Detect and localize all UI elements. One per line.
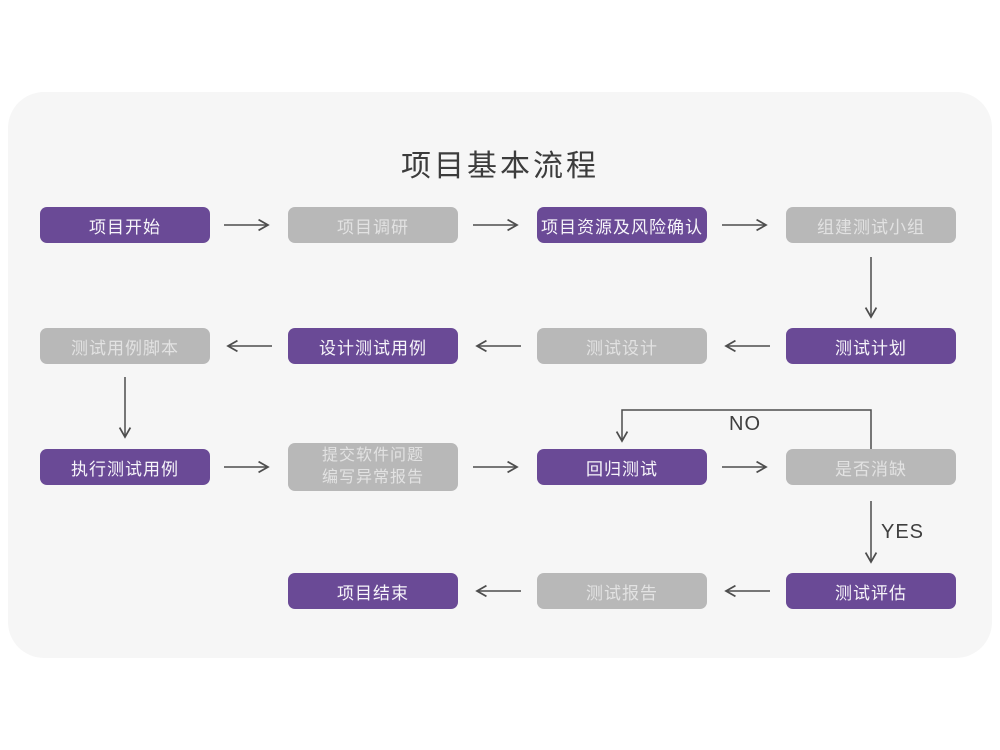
flow-node-test-report: 测试报告	[537, 573, 707, 609]
flowchart-card	[8, 92, 992, 658]
flow-node-test-evaluation: 测试评估	[786, 573, 956, 609]
flow-node-build-test-team: 组建测试小组	[786, 207, 956, 243]
flow-node-execute-test-cases: 执行测试用例	[40, 449, 210, 485]
flow-node-regression-test: 回归测试	[537, 449, 707, 485]
flow-node-test-design: 测试设计	[537, 328, 707, 364]
flow-node-test-plan: 测试计划	[786, 328, 956, 364]
flow-node-resources-risk: 项目资源及风险确认	[537, 207, 707, 243]
flow-node-project-end: 项目结束	[288, 573, 458, 609]
flow-node-design-test-cases: 设计测试用例	[288, 328, 458, 364]
edge-label-no: NO	[729, 413, 761, 435]
diagram-title: 项目基本流程	[401, 150, 599, 183]
flow-node-submit-issues: 提交软件问题 编写异常报告	[288, 443, 458, 491]
edge-label-yes: YES	[881, 521, 925, 543]
flow-node-project-start: 项目开始	[40, 207, 210, 243]
flow-node-test-case-scripts: 测试用例脚本	[40, 328, 210, 364]
flow-node-project-research: 项目调研	[288, 207, 458, 243]
flow-node-defect-cleared: 是否消缺	[786, 449, 956, 485]
